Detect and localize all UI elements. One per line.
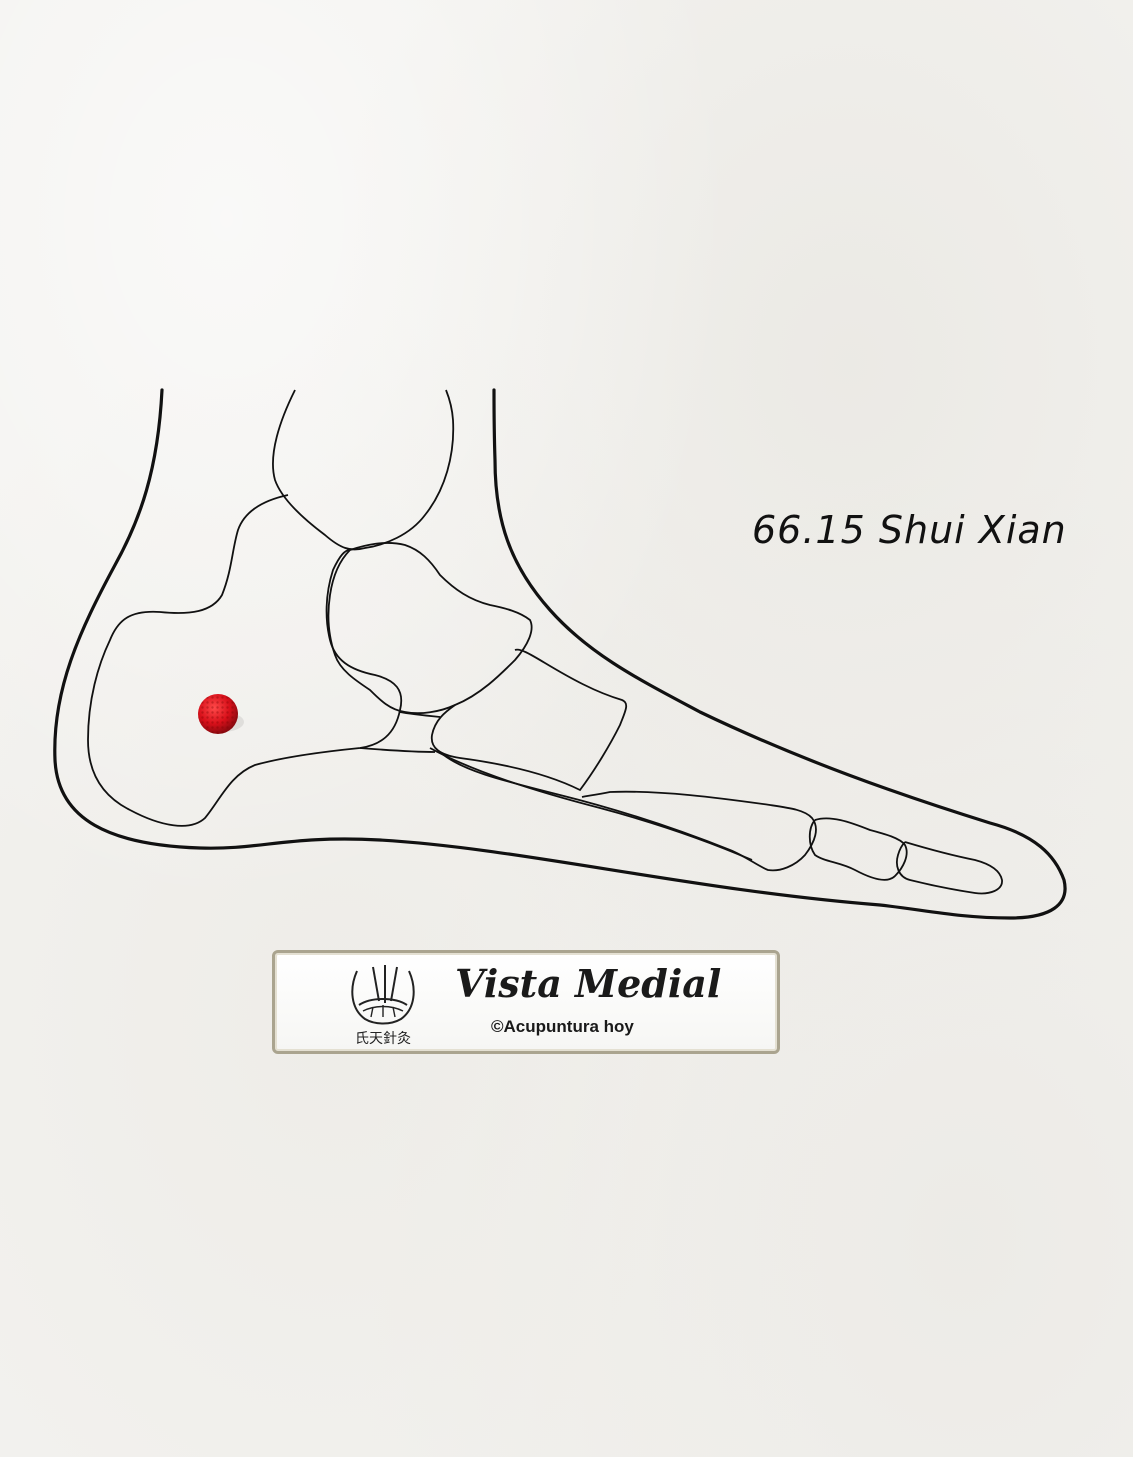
acupuncture-logo-icon: 氏天針灸 xyxy=(351,965,415,1047)
metatarsal-bone xyxy=(439,751,817,872)
svg-text:氏天針灸: 氏天針灸 xyxy=(355,1031,411,1047)
cuneiform-bone xyxy=(430,648,628,792)
proximal-phalanx xyxy=(808,817,908,881)
metatarsal-line xyxy=(429,747,753,861)
view-title: Vista Medial xyxy=(455,961,722,1006)
view-plate: 氏天針灸 Vista Medial ©Acupuntura hoy xyxy=(272,950,780,1054)
foot-outline xyxy=(53,388,1067,920)
calcaneus-lower-line xyxy=(359,747,436,753)
talus-bone xyxy=(272,389,455,551)
copyright-credit: ©Acupuntura hoy xyxy=(491,1017,634,1036)
navicular-bone xyxy=(327,542,533,715)
distal-phalanx xyxy=(896,841,1003,895)
calcaneus-bone xyxy=(87,494,403,827)
joint-line xyxy=(399,711,441,718)
point-label: 66.15 Shui Xian xyxy=(752,508,1067,552)
acupuncture-point-texture xyxy=(198,694,238,734)
